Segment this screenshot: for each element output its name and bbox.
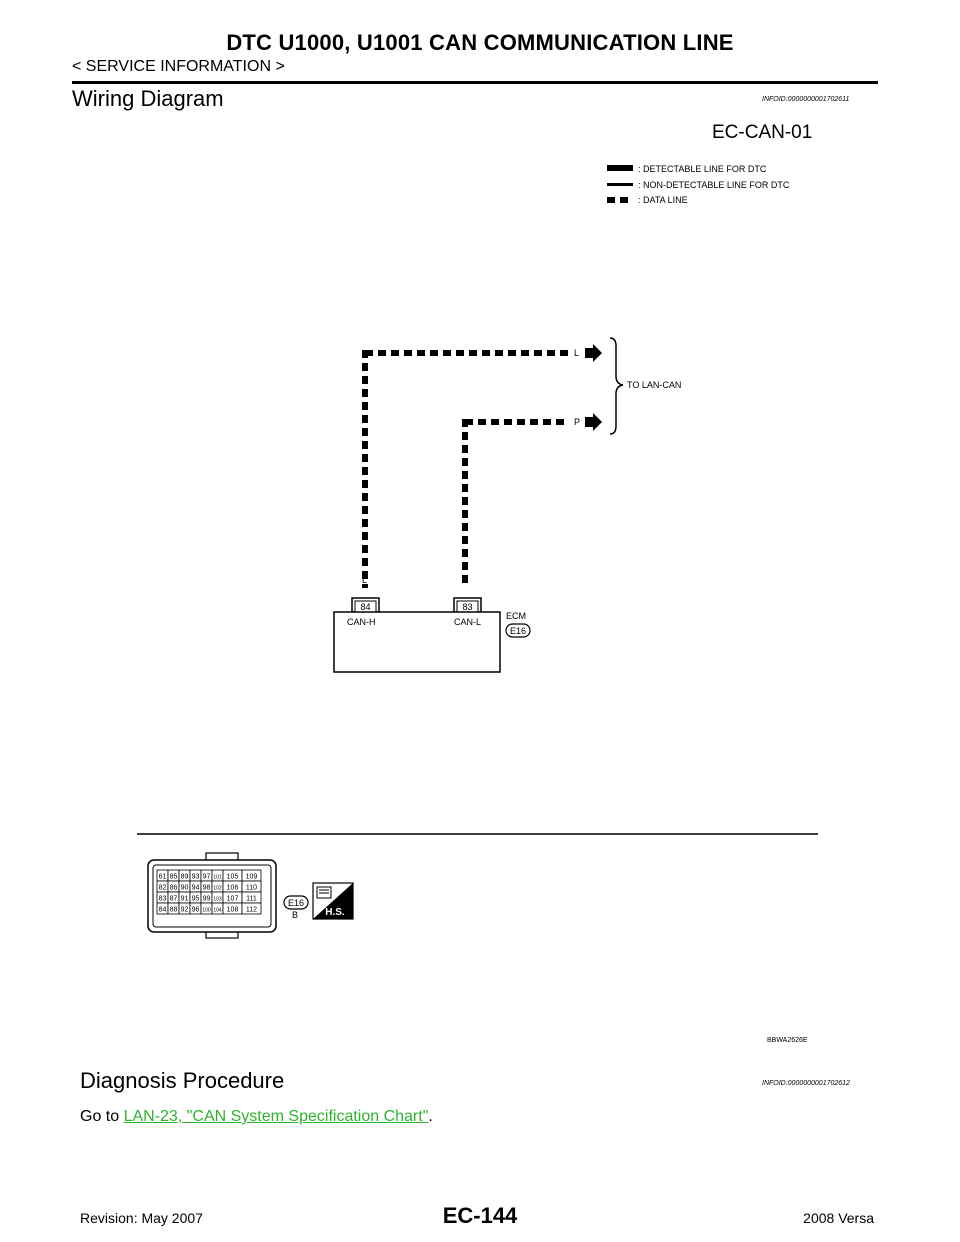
wire-color-right: P xyxy=(462,575,468,585)
connector-pin-number: 95 xyxy=(192,896,200,903)
diagram-code: EC-CAN-01 xyxy=(712,122,812,143)
arrow-right-icon xyxy=(585,413,602,431)
connector-pin-number: 92 xyxy=(181,907,189,914)
connector-pin-number: 102 xyxy=(213,886,222,892)
connector-pin-number: 94 xyxy=(192,885,200,892)
pin-name-can-h: CAN-H xyxy=(347,617,376,627)
connector-pin-number: 93 xyxy=(192,874,200,881)
wiring-diagram-infoid: INFOID:0000000001702611 xyxy=(762,96,850,103)
connector-pin-number: 84 xyxy=(159,907,167,914)
connector-color: B xyxy=(292,910,298,920)
connector-pin-number: 107 xyxy=(227,896,239,903)
legend: : DETECTABLE LINE FOR DTC : NON-DETECTAB… xyxy=(607,164,790,205)
connector-pin-number: 89 xyxy=(181,874,189,881)
legend-non-detectable-label: : NON-DETECTABLE LINE FOR DTC xyxy=(638,180,790,190)
header-rule xyxy=(72,81,878,84)
connector-pin-number: 90 xyxy=(181,885,189,892)
breadcrumb: < SERVICE INFORMATION > xyxy=(72,58,285,75)
connector-pin-number: 96 xyxy=(192,907,200,914)
pin-number: 84 xyxy=(360,602,370,612)
diagnosis-instruction: Go to LAN-23, "CAN System Specification … xyxy=(80,1108,433,1126)
diagnosis-procedure-infoid: INFOID:0000000001702612 xyxy=(762,1080,850,1087)
instruction-suffix: . xyxy=(428,1108,433,1125)
connector-pin-number: 103 xyxy=(213,897,222,903)
connector-pin-number: 111 xyxy=(246,896,257,903)
connector-pin-number: 112 xyxy=(246,907,257,914)
figure-id: BBWA2626E xyxy=(767,1037,808,1044)
connector-pin-number: 97 xyxy=(203,874,211,881)
legend-data-line-label: : DATA LINE xyxy=(638,195,688,205)
diagnosis-procedure-heading: Diagnosis Procedure xyxy=(80,1068,285,1093)
connector-pin-number: 108 xyxy=(227,907,239,914)
pin-83: 83 xyxy=(453,597,482,613)
connector-pin-cell xyxy=(241,902,262,915)
legend-detectable-swatch xyxy=(607,165,633,171)
destination-label: TO LAN-CAN xyxy=(627,380,681,390)
footer-model: 2008 Versa xyxy=(803,1210,874,1226)
pin-number: 83 xyxy=(462,602,472,612)
brace-icon xyxy=(609,337,624,435)
connector-pin-number: 83 xyxy=(159,896,167,903)
connector-id: E16 xyxy=(510,626,526,636)
wiring-diagram-heading: Wiring Diagram xyxy=(72,86,224,111)
pin-84: 84 xyxy=(351,597,380,613)
connector-id-badge xyxy=(283,895,309,910)
connector-pin-number: 87 xyxy=(170,896,178,903)
connector-pin-number: 109 xyxy=(246,874,258,881)
connector-pin-number: 105 xyxy=(227,874,239,881)
can-l-wire xyxy=(462,419,569,588)
connector-pin-number: 82 xyxy=(159,885,167,892)
connector-pin-number: 104 xyxy=(213,908,222,914)
legend-non-detectable-swatch xyxy=(607,183,633,186)
instruction-prefix: Go to xyxy=(80,1108,124,1125)
connector-pin-number: 99 xyxy=(203,896,211,903)
footer-revision: Revision: May 2007 xyxy=(80,1210,203,1226)
arrow-label-p: P xyxy=(574,417,580,427)
hs-connector-icon: H.S. xyxy=(312,882,354,920)
connector-pin-number: 91 xyxy=(181,896,189,903)
connector-pin-number: 98 xyxy=(203,885,211,892)
ecm-box xyxy=(333,611,501,673)
pin-name-can-l: CAN-L xyxy=(454,617,481,627)
connector-pin-number: 100 xyxy=(202,908,211,914)
connector-pin-number: 110 xyxy=(246,885,257,892)
wire-color-left: L xyxy=(362,575,367,585)
connector-pin-number: 86 xyxy=(170,885,178,892)
hs-badge-label: H.S. xyxy=(325,907,345,918)
lan-23-link[interactable]: LAN-23, "CAN System Specification Chart" xyxy=(123,1108,429,1125)
connector-pin-number: 106 xyxy=(227,885,239,892)
page-title: DTC U1000, U1001 CAN COMMUNICATION LINE xyxy=(226,30,734,55)
connector-pin-number: 61 xyxy=(159,874,167,881)
arrow-label-l: L xyxy=(574,348,579,358)
footer-page-number: EC-144 xyxy=(442,1203,518,1228)
connector-pin-number: 101 xyxy=(213,875,222,881)
connector-pin-number: 85 xyxy=(170,874,178,881)
legend-detectable-label: : DETECTABLE LINE FOR DTC xyxy=(638,164,767,174)
connector-pin-number: 88 xyxy=(170,907,178,914)
connector-id-badge xyxy=(505,623,531,638)
connector-face-id: E16 xyxy=(288,898,304,908)
can-h-wire xyxy=(362,350,569,588)
arrow-right-icon xyxy=(585,344,602,362)
module-label: ECM xyxy=(506,611,526,621)
